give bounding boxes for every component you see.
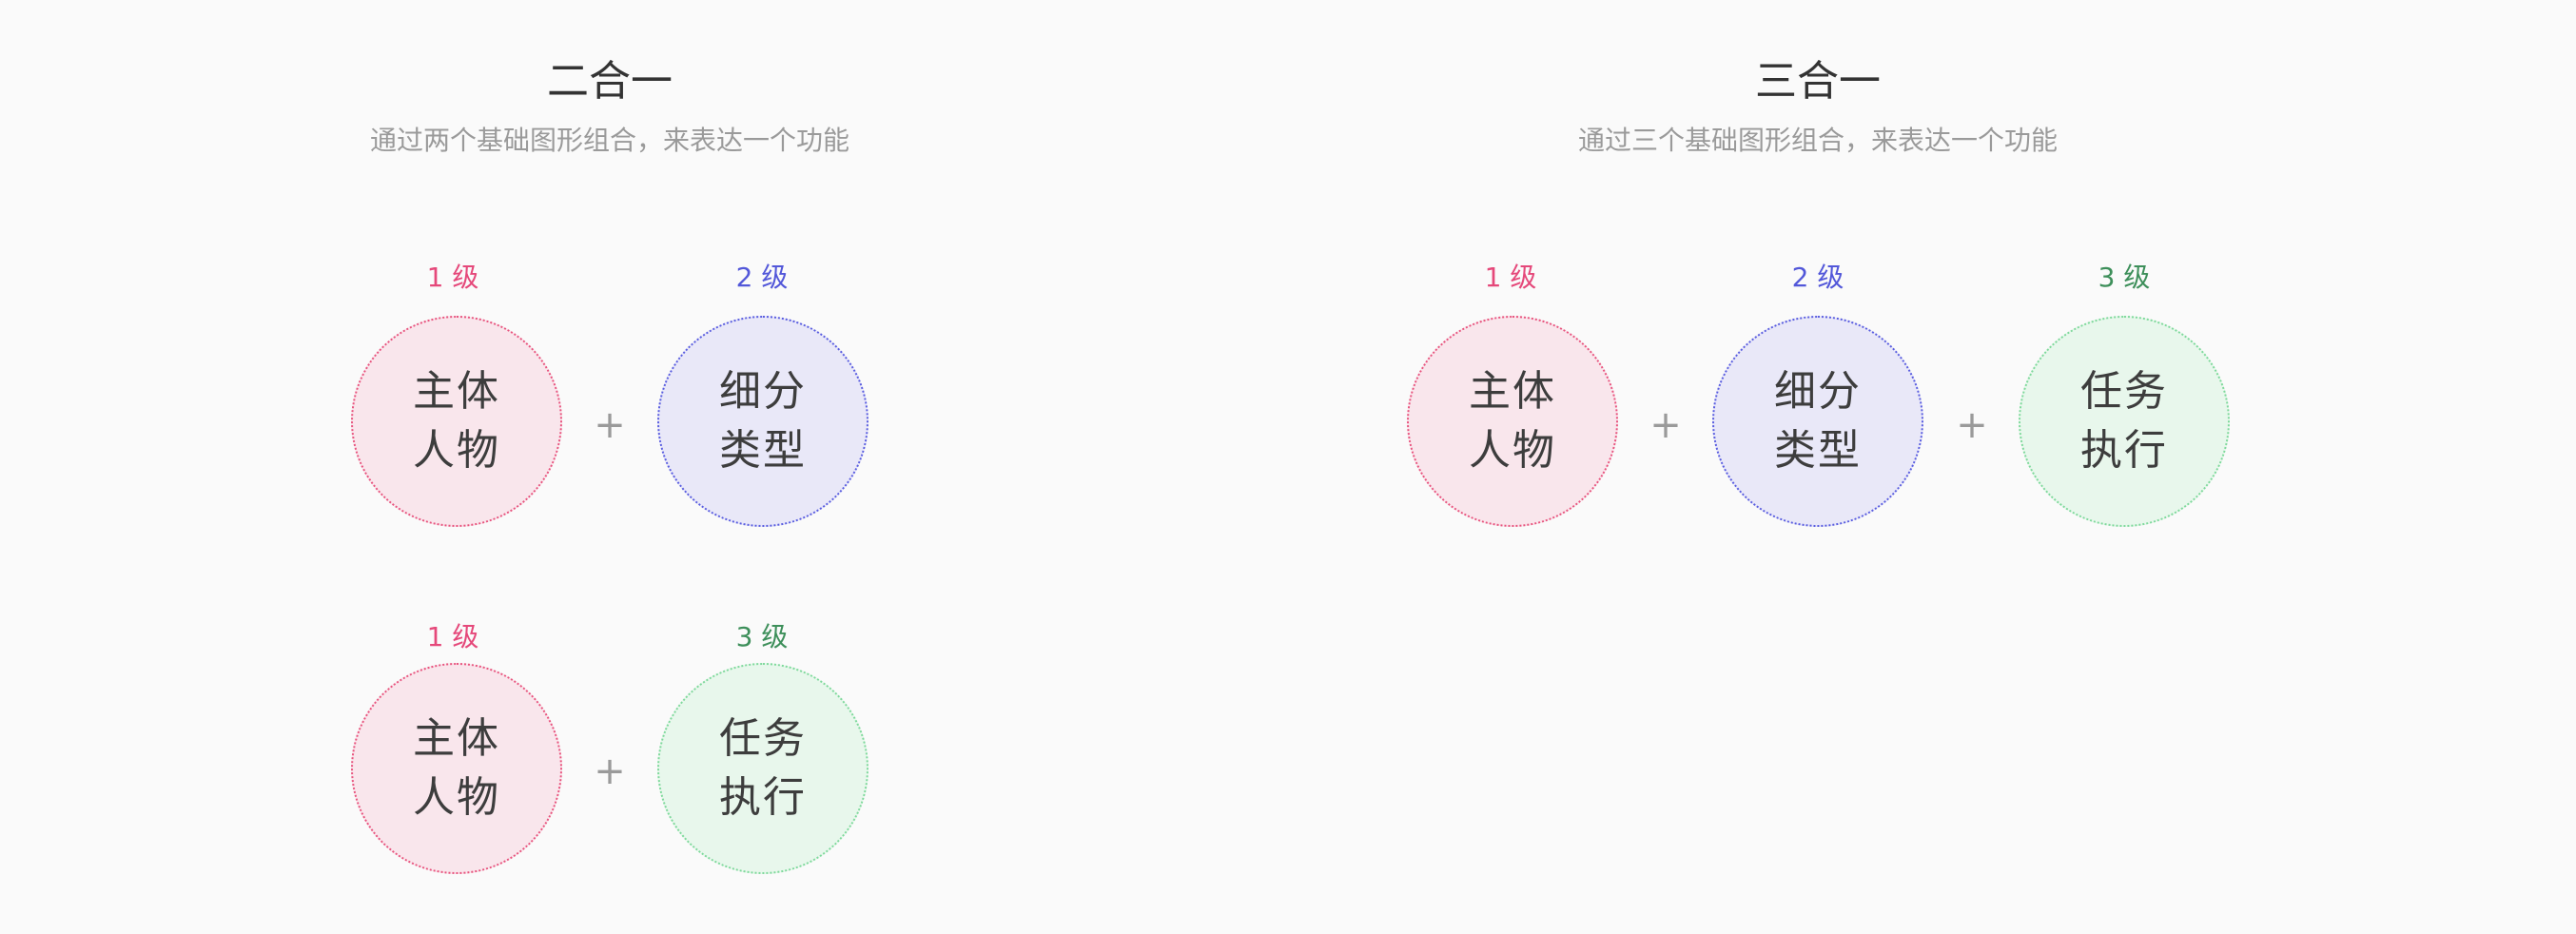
level-label-2: 2 级	[1791, 262, 1844, 293]
circle-subdivision-type: 细分 类型	[657, 316, 868, 527]
plus-icon: +	[1956, 403, 1988, 447]
three-in-one-title: 三合一	[1755, 57, 1881, 106]
circle-text-line2: 人物	[413, 426, 500, 475]
level-label-2: 2 级	[735, 262, 789, 293]
circle-subject-person: 主体 人物	[351, 316, 562, 527]
circle-subject-person: 主体 人物	[351, 663, 562, 874]
circle-text-line2: 人物	[1469, 426, 1556, 475]
plus-icon: +	[1649, 403, 1682, 447]
circle-text-line1: 细分	[1774, 367, 1862, 416]
circle-text-line2: 执行	[719, 773, 807, 822]
circle-text-line1: 任务	[2080, 367, 2168, 416]
circle-task-execution: 任务 执行	[2019, 316, 2230, 527]
circle-subdivision-type: 细分 类型	[1712, 316, 1923, 527]
circle-text-line1: 主体	[413, 367, 500, 416]
three-in-one-section: 三合一 通过三个基础图形组合，来表达一个功能 1 级 主体 人物 + 2 级 细…	[1218, 0, 2576, 934]
circle-text-line2: 人物	[413, 773, 500, 822]
level-label-1: 1 级	[1484, 262, 1537, 293]
two-in-one-section: 二合一 通过两个基础图形组合，来表达一个功能 1 级 主体 人物 + 2 级 细…	[0, 0, 1218, 934]
two-in-one-subtitle: 通过两个基础图形组合，来表达一个功能	[369, 125, 850, 156]
plus-icon: +	[594, 749, 626, 793]
circle-text-line1: 任务	[719, 714, 807, 763]
circle-text-line1: 细分	[719, 367, 807, 416]
two-in-one-title: 二合一	[547, 57, 673, 106]
circle-task-execution: 任务 执行	[657, 663, 868, 874]
circle-text-line2: 类型	[719, 426, 807, 475]
plus-icon: +	[594, 403, 626, 447]
circle-text-line2: 类型	[1774, 426, 1862, 475]
level-label-3: 3 级	[735, 621, 789, 652]
circle-text-line1: 主体	[1469, 367, 1556, 416]
level-label-1: 1 级	[426, 621, 479, 652]
circle-text-line2: 执行	[2080, 426, 2168, 475]
three-in-one-subtitle: 通过三个基础图形组合，来表达一个功能	[1577, 125, 2059, 156]
circle-text-line1: 主体	[413, 714, 500, 763]
level-label-3: 3 级	[2098, 262, 2151, 293]
circle-subject-person: 主体 人物	[1407, 316, 1618, 527]
level-label-1: 1 级	[426, 262, 479, 293]
